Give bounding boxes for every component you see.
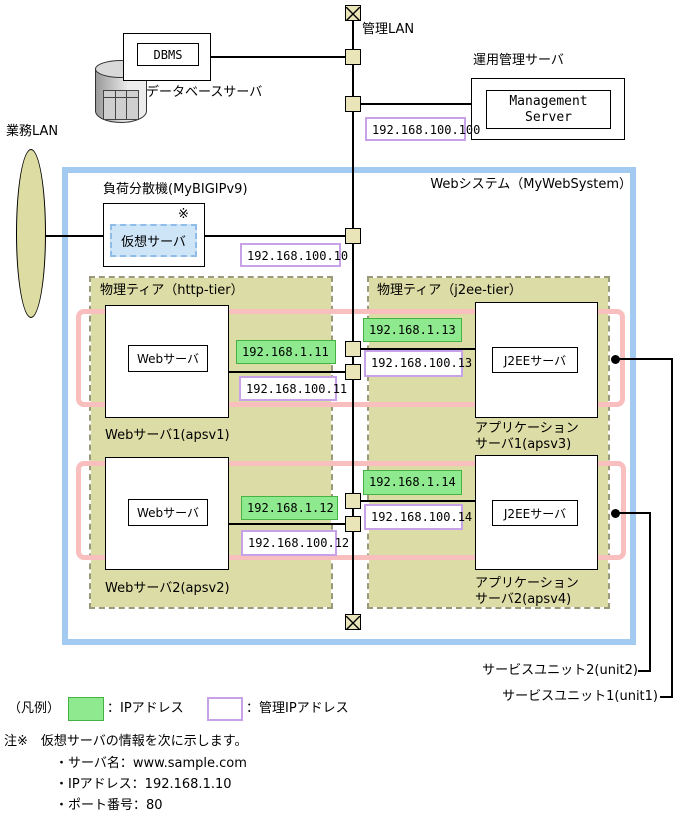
web-server2-inner-box: Webサーバ [128,499,208,526]
note-mark: ※ [178,207,189,222]
web-server1-mgmt-ip-box: 192.168.100.11 [239,376,347,401]
footnote-item-port: ・ポート番号：80 [55,798,163,813]
j2ee-server2-inner-box: J2EEサーバ [492,500,578,526]
service-unit2-frame [76,461,626,560]
mgmt-server-ip-box: 192.168.100.100 [365,117,480,141]
business-lan-label: 業務LAN [6,124,59,139]
mgmt-server-text-line1: Management [509,93,588,109]
legend-mgmt-ip-swatch [207,697,243,721]
j2ee-server1-inner-box: J2EEサーバ [492,347,578,373]
service-unit1-label: サービスユニット1(unit1) [502,689,658,704]
web2-lan-line [229,523,345,525]
lan-connector-j2ee2-icon [345,493,361,509]
lb-lan-line [205,235,345,237]
dbms-lan-line [211,56,345,58]
j2ee-server2-label-line1: アプリケーション [475,576,579,591]
mgmt-lan-line [361,103,471,105]
j2ee-server1-ip-box: 192.168.1.13 [363,318,462,342]
service-unit2-leader-v [649,512,651,672]
legend-title: （凡例） [8,701,61,716]
service-unit2-leader-h [618,512,651,514]
j2ee2-lan-line [361,500,475,502]
j2ee-server1-label-line2: サーバ1(apsv3) [475,437,572,452]
service-unit1-leader-h2 [660,696,673,698]
service-unit2-label: サービスユニット2(unit2) [482,663,638,678]
footnote-item-ip: ・IPアドレス：192.168.1.10 [55,777,232,792]
lan-connector-mgmt-icon [345,96,361,112]
web1-lan-line [229,371,345,373]
business-lan-lb-line [45,235,103,237]
virtual-server-box: 仮想サーバ [110,224,197,257]
lan-terminator-bottom-icon [345,614,361,631]
web-server1-ip-box: 192.168.1.11 [236,340,336,364]
j2ee-server2-label-line2: サーバ2(apsv4) [475,592,572,607]
lan-connector-web2-icon [345,516,361,532]
legend-mgmt-ip-label: ：管理IPアドレス [246,701,349,716]
web-server2-ip-box: 192.168.1.12 [241,496,338,520]
lan-connector-web1-icon [345,364,361,380]
web-system-label: Webシステム（MyWebSystem） [430,177,632,192]
web-server1-label: Webサーバ1(apsv1) [105,428,230,443]
service-unit1-leader-h [618,358,673,360]
mgmt-server-title: 運用管理サーバ [473,53,564,68]
lan-connector-lb-icon [345,228,361,244]
service-unit1-dot [611,355,620,364]
j2ee-server2-ip-box: 192.168.1.14 [363,470,462,495]
web-server2-mgmt-ip-box: 192.168.100.12 [241,530,349,556]
mgmt-server-inner-box: Management Server [486,90,611,129]
service-unit1-leader-v [671,358,673,698]
j2ee-server2-label: アプリケーション サーバ2(apsv4) [475,576,579,608]
j2ee-server1-label-line1: アプリケーション [475,421,579,436]
load-balancer-ip-box: 192.168.100.10 [240,243,348,267]
service-unit2-dot [611,509,620,518]
service-unit2-leader-h2 [638,670,651,672]
web-server1-inner-box: Webサーバ [128,345,208,372]
business-lan-ellipse [16,149,46,318]
lan-terminator-top-icon [345,5,361,22]
j2ee-server2-mgmt-ip-box: 192.168.100.14 [364,504,472,530]
management-lan-label: 管理LAN [362,22,415,37]
dbms-box: DBMS [137,43,199,66]
tier-j2ee-label: 物理ティア（j2ee-tier） [377,283,522,298]
footnote-item-server-name: ・サーバ名：www.sample.com [55,756,247,771]
j2ee1-lan-line [361,348,475,350]
database-server-label: データベースサーバ [146,85,263,100]
lan-connector-j2ee1-icon [345,341,361,357]
lan-connector-dbms-icon [345,49,361,65]
web-system-frame [62,167,636,645]
management-lan-line [352,21,354,615]
legend-ip-label: ：IPアドレス [107,701,184,716]
tier-http-label: 物理ティア（http-tier） [100,283,244,298]
mgmt-server-text-line2: Server [525,109,572,125]
web-server2-label: Webサーバ2(apsv2) [105,581,230,596]
load-balancer-label: 負荷分散機(MyBIGIPv9) [103,182,248,197]
j2ee-server1-mgmt-ip-box: 192.168.100.13 [364,350,472,377]
footnote-heading: 注※ 仮想サーバの情報を次に示します。 [4,734,248,749]
j2ee-server1-label: アプリケーション サーバ1(apsv3) [475,421,579,453]
legend-ip-swatch [68,697,104,721]
